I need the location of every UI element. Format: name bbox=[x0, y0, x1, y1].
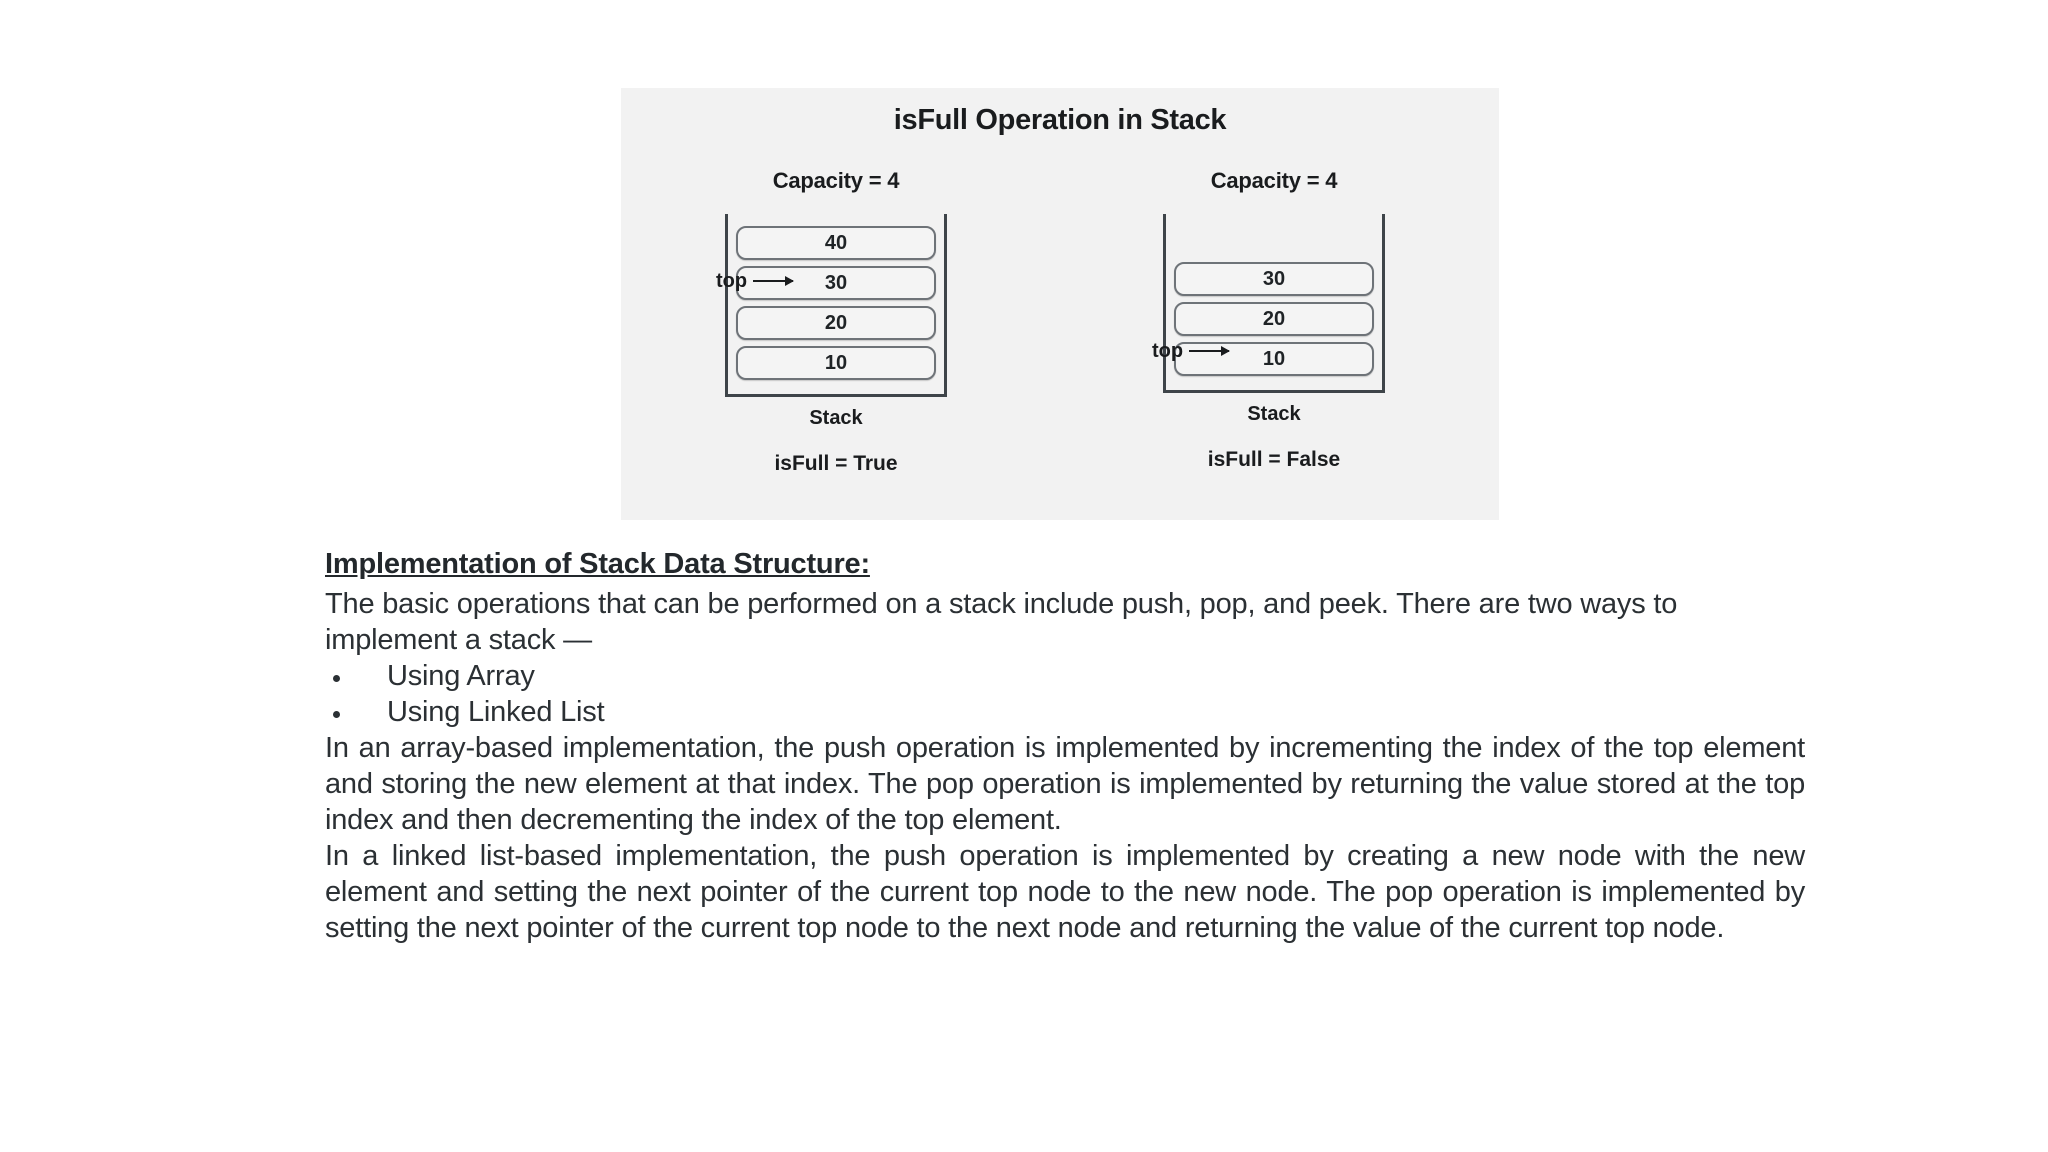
isfull-result-right: isFull = False bbox=[1207, 448, 1341, 471]
stack-cell: 30 bbox=[736, 266, 936, 300]
stack-container-right: top 30 20 10 bbox=[1152, 214, 1385, 393]
top-pointer-right: top bbox=[1152, 336, 1231, 366]
capacity-label-left: Capacity = 4 bbox=[772, 168, 900, 193]
bullet-dot-icon bbox=[333, 675, 340, 682]
list-item-label: Using Array bbox=[387, 660, 535, 692]
top-pointer-left: top bbox=[716, 266, 795, 296]
list-item: Using Linked List bbox=[325, 694, 1805, 730]
linked-list-implementation-paragraph: In a linked list-based implementation, t… bbox=[325, 840, 1805, 944]
stack-cell: 20 bbox=[1174, 302, 1374, 336]
figure-title: isFull Operation in Stack bbox=[893, 104, 1227, 136]
stack-cell: 20 bbox=[736, 306, 936, 340]
top-label-left: top bbox=[716, 269, 748, 292]
top-label-right: top bbox=[1152, 339, 1184, 362]
stack-container-left: top 40 30 20 10 bbox=[716, 214, 947, 397]
stack-cell: 10 bbox=[1174, 342, 1374, 376]
stack-empty-slot bbox=[1174, 226, 1374, 256]
arrow-right-icon bbox=[1189, 346, 1231, 356]
section-heading: Implementation of Stack Data Structure: bbox=[325, 548, 870, 580]
isfull-figure-panel: isFull Operation in Stack Capacity = 4 t… bbox=[621, 88, 1499, 520]
isfull-result-left: isFull = True bbox=[774, 452, 898, 475]
stack-diagram-not-full: Capacity = 4 top 30 20 10 Stack isFull =… bbox=[1109, 168, 1439, 472]
list-item-label: Using Linked List bbox=[387, 696, 605, 728]
arrow-right-icon bbox=[753, 276, 795, 286]
stack-diagram-full: Capacity = 4 top 40 30 20 10 Stack isFul… bbox=[671, 168, 1001, 476]
stack-caption-left: Stack bbox=[809, 407, 863, 429]
stack-cell: 30 bbox=[1174, 262, 1374, 296]
intro-paragraph: The basic operations that can be perform… bbox=[325, 588, 1678, 656]
stack-cell: 40 bbox=[736, 226, 936, 260]
implementation-options-list: Using Array Using Linked List bbox=[325, 658, 1805, 730]
array-implementation-paragraph: In an array-based implementation, the pu… bbox=[325, 732, 1805, 836]
document-body: Implementation of Stack Data Structure: … bbox=[325, 548, 1805, 946]
stack-cell: 10 bbox=[736, 346, 936, 380]
capacity-label-right: Capacity = 4 bbox=[1210, 168, 1338, 193]
list-item: Using Array bbox=[325, 658, 1805, 694]
bullet-dot-icon bbox=[333, 711, 340, 718]
stack-caption-right: Stack bbox=[1247, 403, 1301, 425]
